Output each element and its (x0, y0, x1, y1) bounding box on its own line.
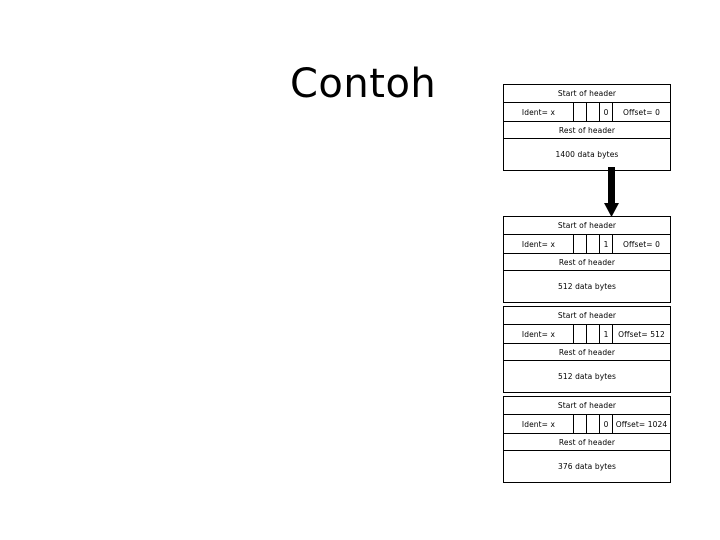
payload-row: 1400 data bytes (555, 150, 619, 159)
packet-block-fragment-1: Start of header Ident= x 1 Offset= 0 Res… (503, 216, 671, 303)
header-fields-row: Ident= x 1 Offset= 512 (504, 325, 670, 344)
packet-block-fragment-2: Start of header Ident= x 1 Offset= 512 R… (503, 306, 671, 393)
header-fields-row: Ident= x 1 Offset= 0 (504, 235, 670, 254)
header-fields-row: Ident= x 0 Offset= 1024 (504, 415, 670, 434)
ident-cell: Ident= x (504, 415, 574, 433)
reserved-bit-cell (574, 235, 587, 253)
reserved-bit-cell (574, 103, 587, 121)
more-fragments-bit-cell: 0 (600, 103, 613, 121)
dont-fragment-bit-cell (587, 325, 600, 343)
header-fields-row: Ident= x 0 Offset= 0 (504, 103, 670, 122)
dont-fragment-bit-cell (587, 415, 600, 433)
ident-cell: Ident= x (504, 325, 574, 343)
ident-cell: Ident= x (504, 103, 574, 121)
start-of-header-row: Start of header (504, 217, 670, 235)
fragment-offset-cell: Offset= 0 (623, 107, 660, 117)
packet-block-original-datagram: Start of header Ident= x 0 Offset= 0 Res… (503, 84, 671, 171)
payload-row: 376 data bytes (557, 462, 617, 471)
dont-fragment-bit-cell (587, 103, 600, 121)
arrow-down-icon (604, 167, 619, 217)
fragment-offset-cell: Offset= 0 (623, 239, 660, 249)
fragment-offset-cell: Offset= 512 (618, 329, 665, 339)
more-fragments-bit-cell: 0 (600, 415, 613, 433)
dont-fragment-bit-cell (587, 235, 600, 253)
start-of-header-row: Start of header (504, 307, 670, 325)
reserved-bit-cell (574, 415, 587, 433)
start-of-header-row: Start of header (504, 85, 670, 103)
fragment-offset-cell: Offset= 1024 (615, 419, 668, 429)
packet-block-fragment-3: Start of header Ident= x 0 Offset= 1024 … (503, 396, 671, 483)
rest-of-header-row: Rest of header (504, 254, 670, 271)
fragmentation-arrow (600, 167, 624, 217)
rest-of-header-row: Rest of header (504, 122, 670, 139)
rest-of-header-row: Rest of header (504, 344, 670, 361)
reserved-bit-cell (574, 325, 587, 343)
more-fragments-bit-cell: 1 (600, 325, 613, 343)
more-fragments-bit-cell: 1 (600, 235, 613, 253)
payload-row: 512 data bytes (557, 372, 617, 381)
page-title: Contoh (290, 61, 437, 107)
payload-row: 512 data bytes (557, 282, 617, 291)
rest-of-header-row: Rest of header (504, 434, 670, 451)
start-of-header-row: Start of header (504, 397, 670, 415)
ident-cell: Ident= x (504, 235, 574, 253)
